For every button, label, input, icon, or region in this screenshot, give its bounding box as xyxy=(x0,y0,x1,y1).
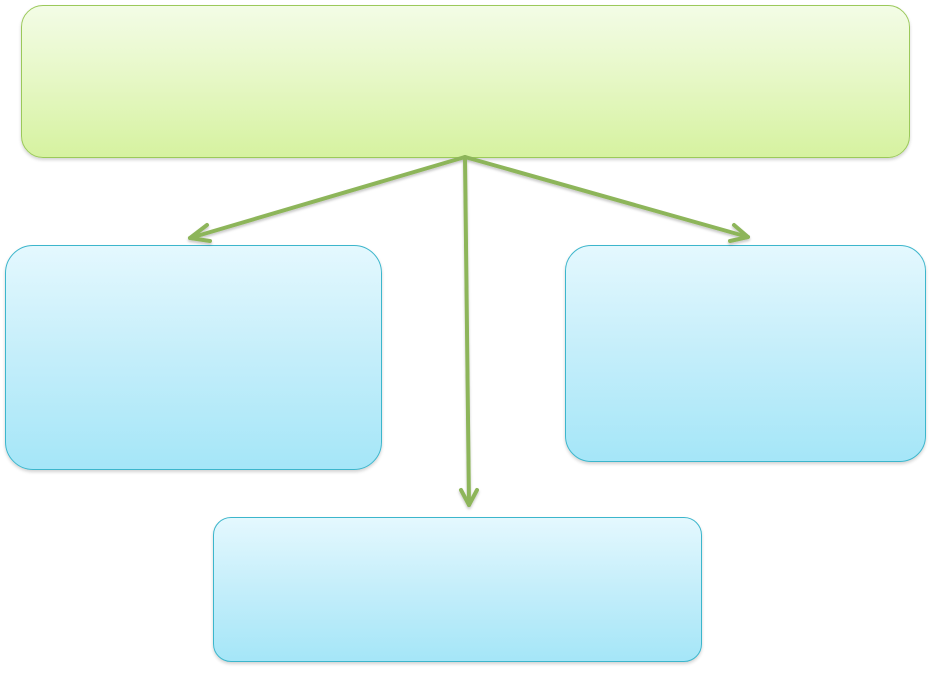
child-node-left xyxy=(5,245,382,470)
arrow-right-head xyxy=(728,223,750,243)
arrow-right-line xyxy=(463,155,750,239)
child-node-right xyxy=(565,245,926,462)
arrow-bottom-line xyxy=(463,155,471,507)
child-node-bottom xyxy=(213,517,702,662)
root-node xyxy=(21,5,910,158)
arrow-left-line xyxy=(188,155,467,240)
arrow-bottom-head xyxy=(459,488,479,507)
arrow-left-head xyxy=(188,223,212,243)
